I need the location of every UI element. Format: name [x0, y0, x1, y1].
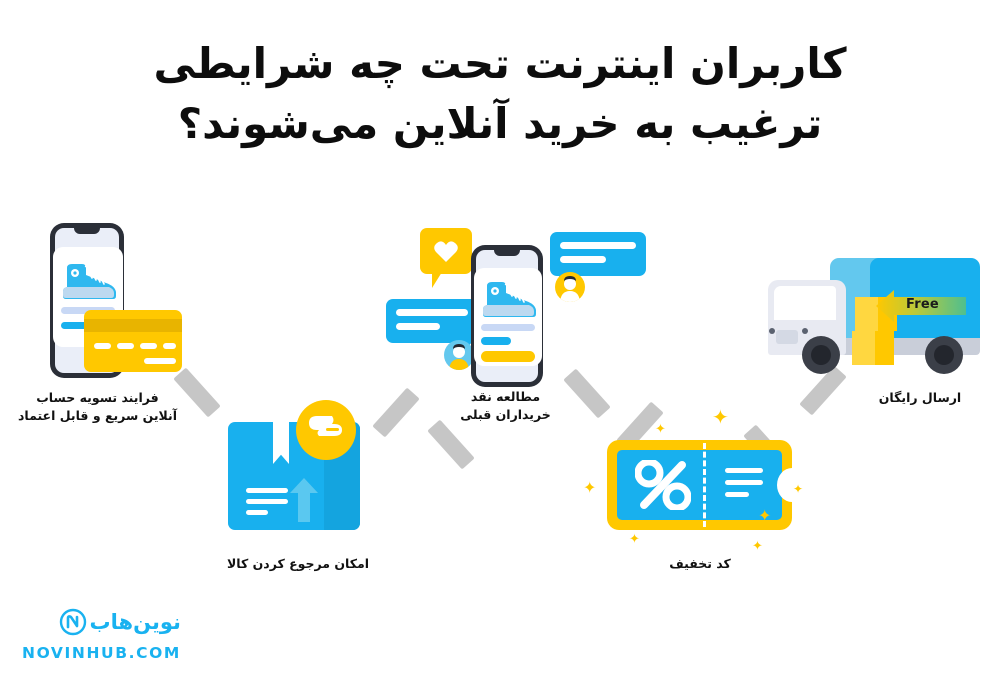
step-discount: ✦ ✦ ✦ ✦ ✦ ✦ ✦: [583, 405, 815, 554]
package-label-line: [246, 488, 288, 493]
free-shipping-badge: Free: [906, 297, 939, 312]
bubble-tail: [432, 272, 442, 288]
title-line-2: ترغیب به خرید آنلاین می‌شوند؟: [177, 98, 823, 148]
percent-icon: [635, 460, 691, 510]
sparkle-icon: ✦: [752, 539, 763, 554]
return-arrow-icon: [309, 416, 342, 436]
credit-card-magstripe: [84, 319, 182, 332]
truck-lamp: [769, 328, 775, 334]
sparkle-icon: ✦: [793, 482, 804, 496]
coupon-text-line: [725, 468, 763, 473]
bubble-text-line: [396, 323, 440, 330]
novinhub-n-circle-icon: [59, 608, 86, 636]
step-returns: [228, 400, 368, 532]
coupon-text-line: [725, 492, 749, 497]
card-accent-line: [481, 337, 511, 345]
person-icon: [449, 344, 469, 370]
caption-returns-line-1: امکان مرجوع کردن کالا: [226, 556, 369, 571]
coupon-perforation: [703, 443, 706, 527]
step-reviews: [386, 220, 646, 387]
sparkle-icon: ✦: [629, 532, 640, 547]
phone-notch: [74, 228, 100, 234]
page-title: کاربران اینترنت تحت چه شرایطی ترغیب به خ…: [0, 34, 1000, 153]
caption-checkout-line-2: آنلاین سریع و قابل اعتماد: [17, 408, 178, 424]
package-label-line: [246, 499, 288, 504]
card-text-line: [481, 324, 535, 331]
reviewer-avatar-blue: [444, 340, 474, 370]
sparkle-icon: ✦: [712, 405, 729, 429]
bubble-text-line: [396, 309, 468, 316]
caption-shipping: ارسال رایگان: [845, 389, 995, 407]
free-arrow-icon: [876, 290, 966, 322]
caption-checkout: فرایند تسویه حساب آنلاین سریع و قابل اعت…: [0, 389, 195, 425]
caption-reviews: مطالعه نقد خریداران قبلی: [418, 388, 593, 424]
coupon-notch: [777, 468, 807, 502]
sparkle-icon: ✦: [583, 478, 597, 497]
connector-dash-2: [372, 387, 420, 438]
logo-lockup: نوین‌هاب: [22, 608, 181, 636]
parcel-bottom-shade: [875, 331, 894, 365]
truck-windshield: [774, 286, 836, 320]
sneaker-icon: [483, 282, 536, 317]
package-tape: [273, 422, 289, 464]
logo-url: NOVINHUB.COM: [22, 644, 181, 662]
up-arrow-icon: [290, 478, 318, 522]
bubble-text-line: [560, 256, 606, 263]
caption-reviews-line-1: مطالعه نقد: [470, 389, 541, 404]
credit-card-number-dash: [140, 343, 157, 349]
coupon-text-line: [725, 480, 763, 485]
truck-headlight: [776, 330, 798, 344]
bubble-text-line: [560, 242, 636, 249]
sparkle-icon: ✦: [758, 506, 772, 525]
person-icon: [560, 276, 580, 302]
reviewer-avatar-yellow: [555, 272, 585, 302]
step-checkout: [34, 215, 214, 390]
card-cta-button[interactable]: [481, 351, 535, 362]
credit-card-number-dash: [117, 343, 134, 349]
phone-notch: [494, 250, 520, 256]
heart-icon: [434, 241, 458, 262]
credit-card-name-dash: [144, 358, 176, 364]
credit-card-number-dash: [94, 343, 111, 349]
caption-returns: امکان مرجوع کردن کالا: [195, 555, 401, 573]
package-label-line: [246, 510, 268, 515]
caption-discount: کد تخفیف: [600, 555, 800, 573]
review-bubble-left: [386, 299, 478, 357]
sparkle-icon: ✦: [655, 422, 666, 437]
card-accent-line: [61, 322, 89, 329]
review-bubble-right: [550, 232, 646, 290]
connector-dash-3: [427, 419, 475, 470]
truck-wheel-front: [802, 336, 840, 374]
sneaker-icon: [63, 264, 116, 299]
truck-wheel-rear: [925, 336, 963, 374]
favorite-bubble: [420, 228, 472, 288]
caption-reviews-line-2: خریداران قبلی: [460, 407, 551, 423]
credit-card-number-dash: [163, 343, 176, 349]
truck-lamp: [802, 328, 808, 334]
brand-logo[interactable]: نوین‌هاب NOVINHUB.COM: [22, 608, 181, 662]
step-shipping: Free: [760, 250, 990, 375]
caption-shipping-line-1: ارسال رایگان: [878, 390, 962, 405]
caption-checkout-line-1: فرایند تسویه حساب: [36, 390, 159, 405]
logo-name-fa: نوین‌هاب: [89, 609, 181, 634]
caption-discount-line-1: کد تخفیف: [669, 556, 731, 571]
title-line-1: کاربران اینترنت تحت چه شرایطی: [153, 39, 847, 88]
